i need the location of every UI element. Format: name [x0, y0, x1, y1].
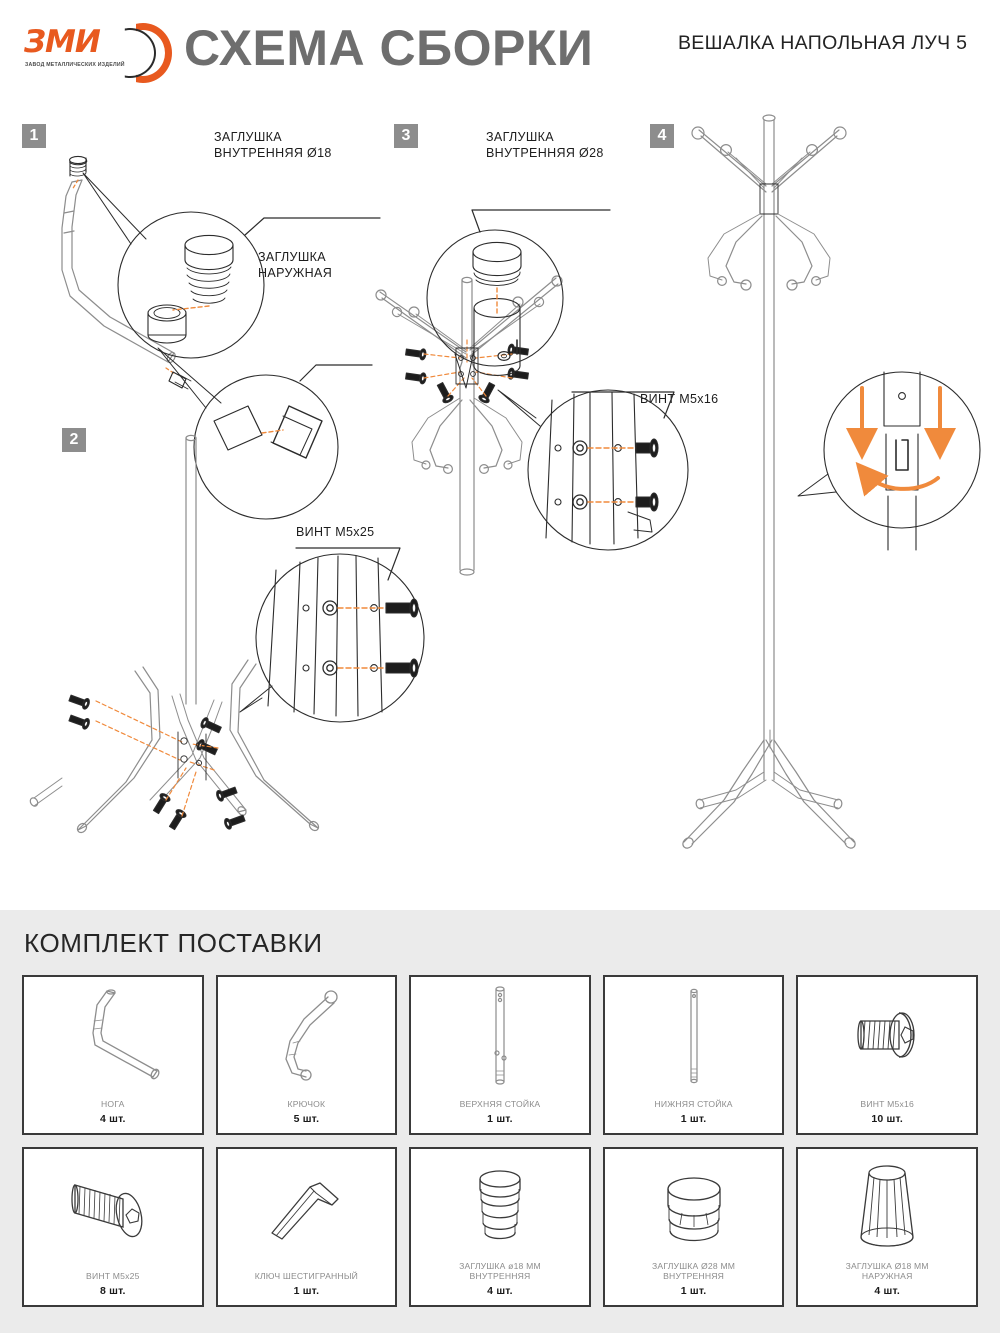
parts-grid: НОГА 4 шт. КРЮЧОК	[22, 975, 978, 1307]
cap-28-inner-icon	[605, 1153, 783, 1261]
step-badge-2: 2	[62, 428, 86, 452]
part-qty: 4 шт.	[487, 1285, 513, 1297]
hex-key-icon	[218, 1153, 396, 1261]
part-qty: 1 шт.	[680, 1285, 707, 1297]
leg-icon	[24, 981, 202, 1089]
part-card-upper-post[interactable]: ВЕРХНЯЯ СТОЙКА 1 шт.	[409, 975, 591, 1135]
part-name: НОГА	[101, 1099, 125, 1110]
step-badge-3: 3	[394, 124, 418, 148]
part-name: ЗАГЛУШКА Ø28 ММ ВНУТРЕННЯЯ	[652, 1260, 736, 1282]
part-card-hex-key[interactable]: КЛЮЧ ШЕСТИГРАННЫЙ 1 шт.	[215, 1147, 398, 1307]
part-name: ЗАГЛУШКА Ø18 ММ НАРУЖНАЯ	[845, 1260, 929, 1282]
step-badge-4: 4	[650, 124, 674, 148]
callout-step1-inner-cap: ЗАГЛУШКА ВНУТРЕННЯЯ Ø18	[214, 130, 332, 160]
part-name: КЛЮЧ ШЕСТИГРАННЫЙ	[254, 1271, 359, 1282]
part-qty: 5 шт.	[293, 1113, 320, 1125]
screw-m5x16-icon	[798, 981, 976, 1089]
part-name: ВЕРХНЯЯ СТОЙКА	[459, 1099, 541, 1110]
page-header: ЗМИ ЗАВОД МЕТАЛЛИЧЕСКИХ ИЗДЕЛИЙ СХЕМА СБ…	[0, 0, 1000, 105]
assembly-drawings	[0, 100, 1000, 910]
part-qty: 10 шт.	[871, 1113, 904, 1125]
part-name: ВИНТ M5x16	[860, 1099, 914, 1110]
callout-step3-screw: ВИНТ M5x16	[640, 392, 719, 406]
callout-step3-inner-cap: ЗАГЛУШКА ВНУТРЕННЯЯ Ø28	[486, 130, 604, 160]
part-qty: 4 шт.	[99, 1113, 126, 1125]
logo-swoosh-orange-icon	[136, 23, 172, 83]
part-card-cap-18-outer[interactable]: ЗАГЛУШКА Ø18 ММ НАРУЖНАЯ 4 шт.	[796, 1147, 978, 1307]
part-name: ВИНТ M5x25	[86, 1271, 140, 1282]
screw-m5x25-icon	[24, 1153, 202, 1261]
callout-step2-screw: ВИНТ M5x25	[296, 525, 375, 539]
part-qty: 4 шт.	[874, 1285, 901, 1297]
parts-list-panel: КОМПЛЕКТ ПОСТАВКИ	[0, 910, 1000, 1333]
part-card-screw-m5x16[interactable]: ВИНТ M5x16 10 шт.	[796, 975, 978, 1135]
cap-18-inner-icon	[411, 1153, 589, 1261]
logo-wordmark: ЗМИ	[24, 24, 101, 60]
part-qty: 1 шт.	[293, 1285, 320, 1297]
upper-post-icon	[411, 981, 589, 1089]
parts-list-title: КОМПЛЕКТ ПОСТАВКИ	[24, 928, 323, 958]
logo-swoosh-dark-icon	[124, 28, 156, 78]
lower-post-icon	[605, 981, 783, 1089]
part-card-screw-m5x25[interactable]: ВИНТ M5x25 8 шт.	[22, 1147, 204, 1307]
part-name: НИЖНЯЯ СТОЙКА	[654, 1099, 733, 1110]
part-qty: 8 шт.	[99, 1285, 126, 1297]
part-card-hook[interactable]: КРЮЧОК 5 шт.	[215, 975, 398, 1135]
zmi-logo: ЗМИ ЗАВОД МЕТАЛЛИЧЕСКИХ ИЗДЕЛИЙ	[18, 22, 173, 84]
part-card-cap-28-inner[interactable]: ЗАГЛУШКА Ø28 ММ ВНУТРЕННЯЯ 1 шт.	[602, 1147, 785, 1307]
part-name: КРЮЧОК	[287, 1099, 326, 1110]
cap-18-outer-icon	[798, 1153, 976, 1261]
product-name: ВЕШАЛКА НАПОЛЬНАЯ ЛУЧ 5	[678, 32, 968, 54]
callout-step1-outer-cap: ЗАГЛУШКА НАРУЖНАЯ	[258, 250, 333, 280]
logo-tagline: ЗАВОД МЕТАЛЛИЧЕСКИХ ИЗДЕЛИЙ	[25, 62, 125, 68]
part-card-leg[interactable]: НОГА 4 шт.	[22, 975, 204, 1135]
part-card-cap-18-inner[interactable]: ЗАГЛУШКА ø18 ММ ВНУТРЕННЯЯ 4 шт.	[409, 1147, 591, 1307]
step-badge-1: 1	[22, 124, 46, 148]
part-card-lower-post[interactable]: НИЖНЯЯ СТОЙКА 1 шт.	[602, 975, 785, 1135]
part-qty: 1 шт.	[680, 1113, 707, 1125]
part-name: ЗАГЛУШКА ø18 ММ ВНУТРЕННЯЯ	[459, 1260, 541, 1282]
hook-icon	[218, 981, 396, 1089]
part-qty: 1 шт.	[487, 1113, 513, 1125]
page-title: СХЕМА СБОРКИ	[184, 20, 594, 76]
